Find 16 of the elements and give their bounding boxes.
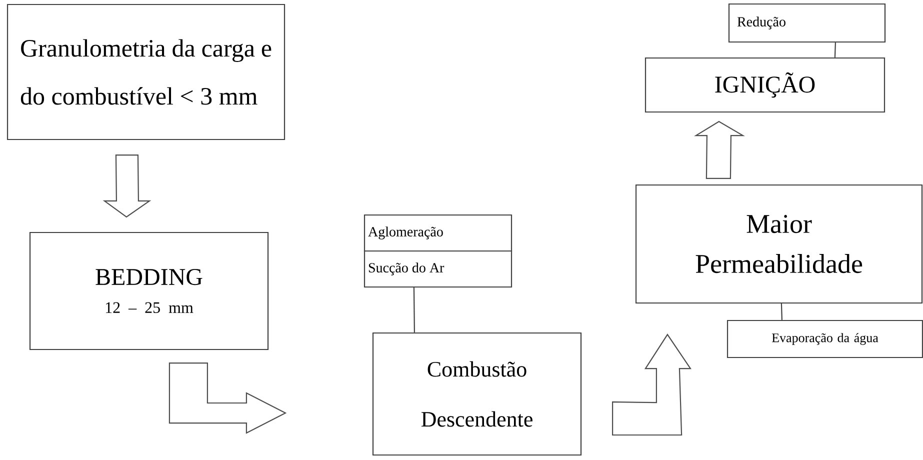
block-arrow xyxy=(612,334,692,436)
process-box: Maior Permeabilidade xyxy=(635,184,923,304)
connector-line xyxy=(834,42,836,58)
process-box: Evaporação da água xyxy=(726,320,923,358)
process-box: Aglomeração xyxy=(364,214,512,252)
block-arrow xyxy=(168,362,287,434)
process-box: Combustão Descendente xyxy=(372,332,582,456)
block-arrow xyxy=(694,120,745,179)
process-box: Granulometria da carga e do combustível < 3 mm xyxy=(6,4,286,140)
process-box: Sucção do Ar xyxy=(364,250,512,288)
process-box: Redução xyxy=(728,3,886,43)
connector-line xyxy=(413,288,415,332)
block-arrow xyxy=(102,154,152,218)
process-box: IGNIÇÃO xyxy=(644,57,886,113)
process-box: BEDDING 12 – 25 mm xyxy=(29,232,269,350)
connector-line xyxy=(780,304,782,320)
